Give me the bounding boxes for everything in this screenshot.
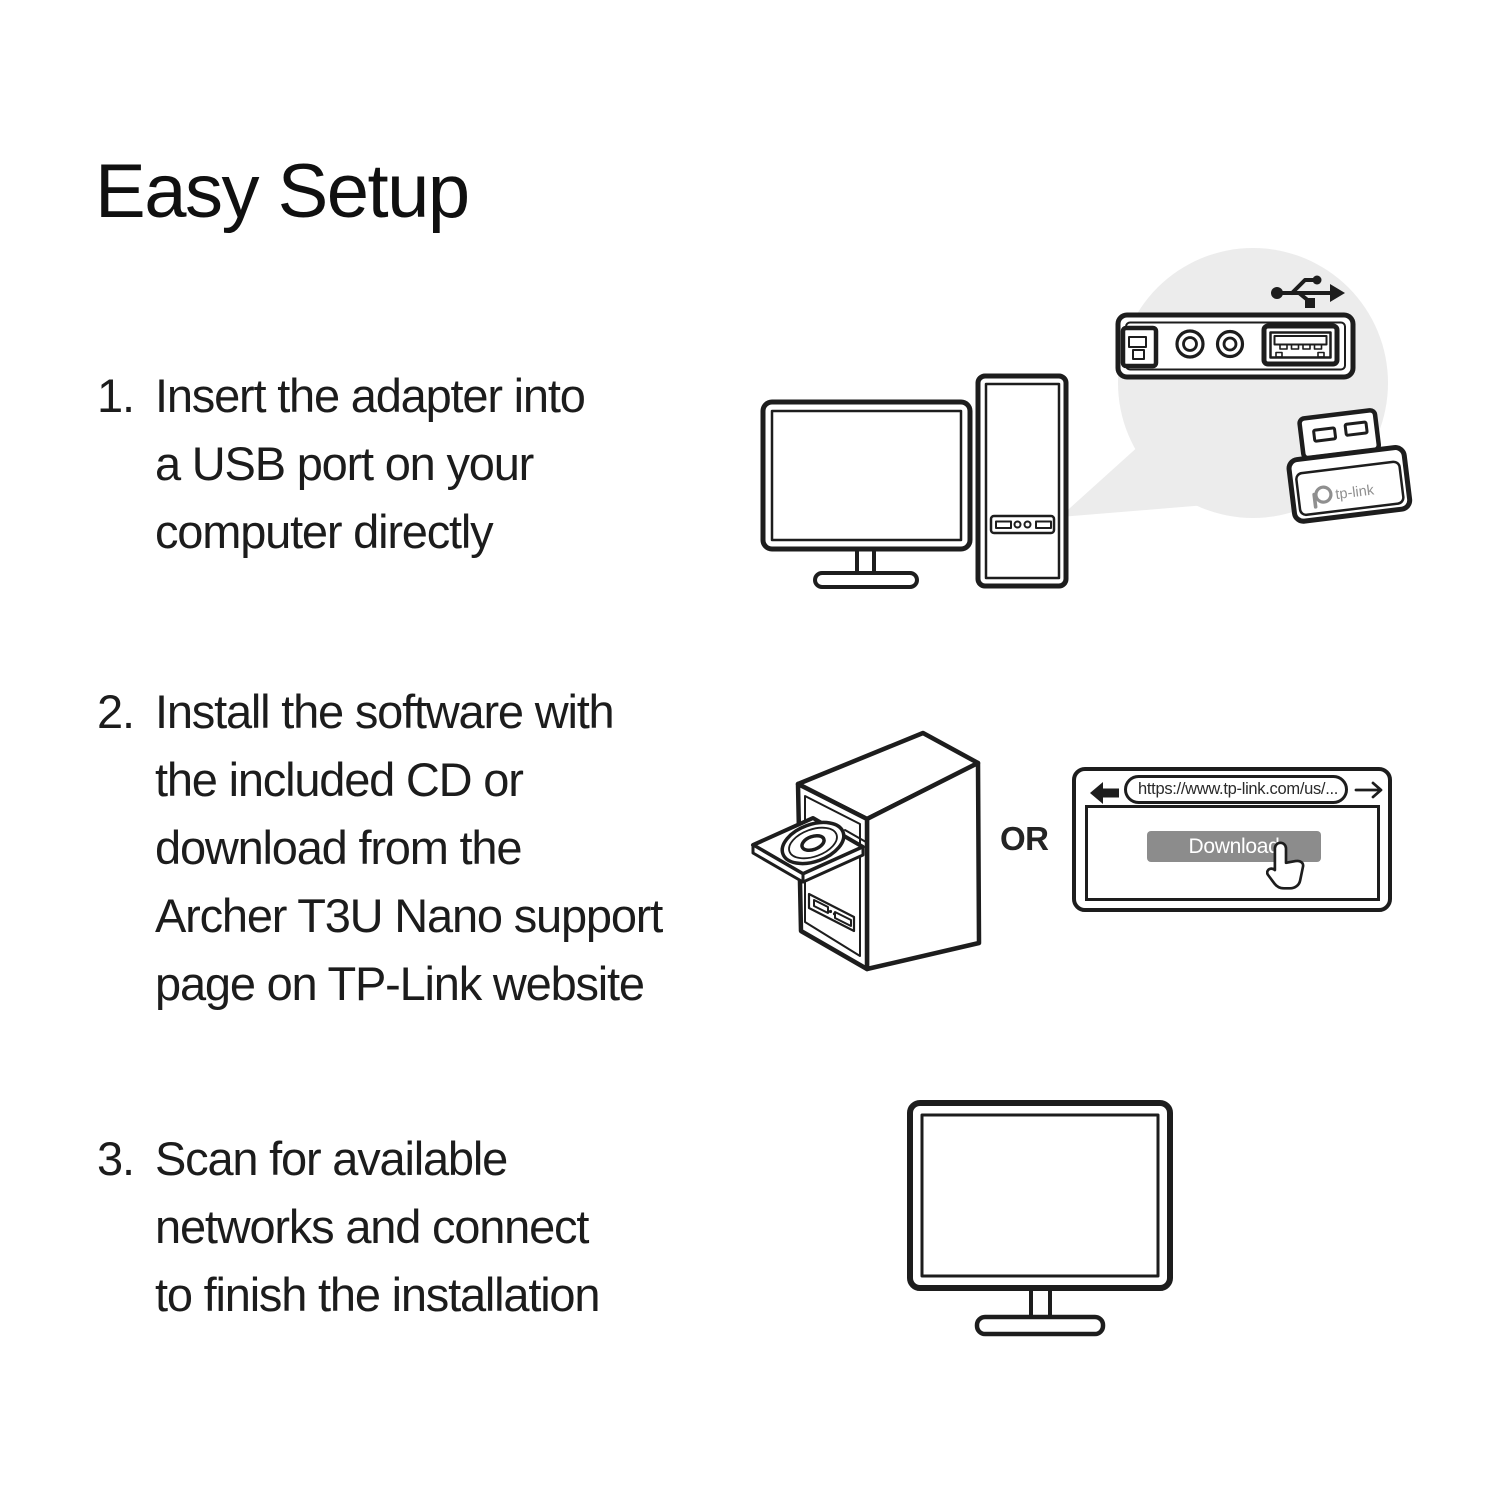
forward-arrow-icon[interactable] bbox=[1354, 781, 1384, 799]
step-number: 3. bbox=[97, 1132, 135, 1185]
step-text-line: a USB port on your bbox=[155, 437, 534, 490]
download-button[interactable]: Download bbox=[1147, 831, 1321, 862]
step-text-line: to finish the installation bbox=[155, 1268, 601, 1321]
usb-trident-icon bbox=[1271, 275, 1345, 308]
tp-link-logo: tp-link bbox=[1312, 482, 1376, 509]
hand-cursor-icon bbox=[1266, 841, 1305, 890]
browser-content-area: Download bbox=[1085, 805, 1380, 901]
cd-tower-illustration bbox=[751, 730, 982, 972]
tower-front-panel-illustration bbox=[807, 892, 856, 933]
url-bar[interactable]: https://www.tp-link.com/us/... bbox=[1124, 775, 1348, 804]
step-text-line: Archer T3U Nano support bbox=[155, 889, 663, 942]
step-text-line: Scan for available bbox=[155, 1132, 508, 1185]
step-text-line: Insert the adapter into bbox=[155, 369, 586, 422]
step-number: 2. bbox=[97, 685, 135, 738]
step-text-line: download from the bbox=[155, 821, 522, 874]
monitor-step3-illustration bbox=[907, 1100, 1173, 1337]
step-text-line: page on TP-Link website bbox=[155, 957, 645, 1010]
step-text-line: computer directly bbox=[155, 505, 494, 558]
cd-tray-illustration bbox=[751, 816, 865, 884]
browser-window: https://www.tp-link.com/us/... Download bbox=[1072, 767, 1392, 912]
step1-illustration: tp-link bbox=[760, 248, 1413, 589]
desktop-monitor-illustration bbox=[760, 399, 973, 589]
cd-disc-illustration bbox=[780, 820, 846, 866]
back-arrow-icon[interactable] bbox=[1090, 782, 1120, 804]
tp-link-logo-text: tp-link bbox=[1335, 482, 1376, 503]
page-title: Easy Setup bbox=[95, 149, 470, 234]
step-number: 1. bbox=[97, 369, 135, 422]
or-label: OR bbox=[1000, 820, 1049, 857]
step-text-line: the included CD or bbox=[155, 753, 524, 806]
ports-panel-illustration bbox=[1115, 312, 1356, 380]
step-text-line: networks and connect bbox=[155, 1200, 589, 1253]
desktop-tower-illustration bbox=[975, 373, 1069, 589]
usb-a-port-illustration bbox=[1261, 323, 1340, 367]
usb-adapter-illustration: tp-link bbox=[1286, 408, 1413, 524]
step-text-line: Install the software with bbox=[155, 685, 615, 738]
